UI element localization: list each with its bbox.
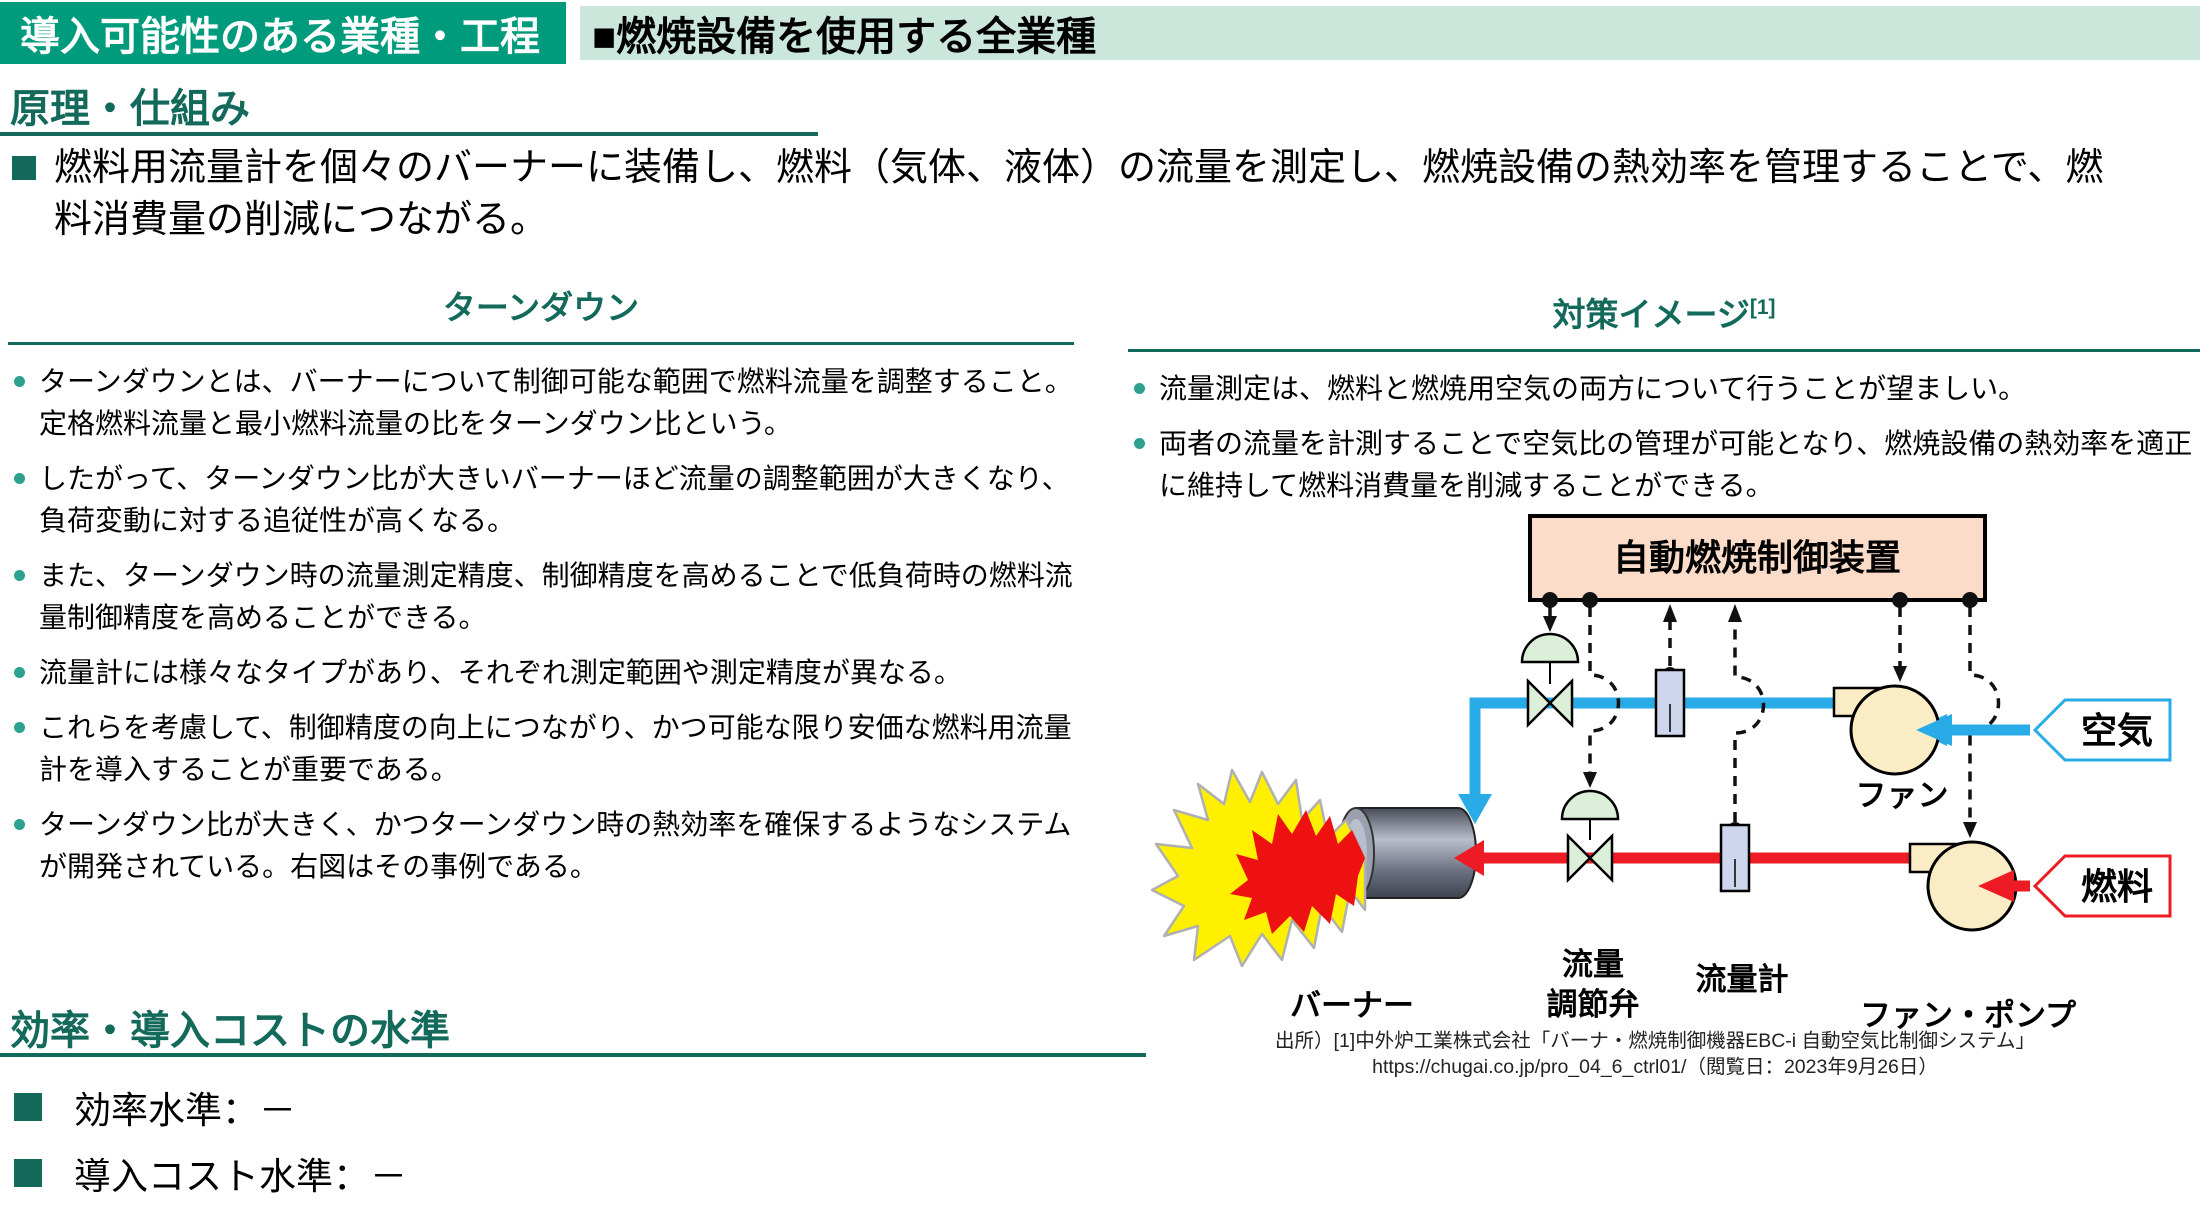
cost-underline	[0, 1053, 1146, 1057]
countermeasure-title: 対策イメージ[1]	[1128, 284, 2200, 339]
cost-section-title: 効率・導入コストの水準	[10, 1009, 450, 1053]
bullet-dot-icon	[1134, 438, 1145, 449]
flow-meter-label: 流量計	[1696, 962, 1789, 997]
list-item: また、ターンダウン時の流量測定精度、制御精度を高めることで低負荷時の燃料流量制御…	[8, 555, 1074, 639]
countermeasure-underline	[1128, 349, 2200, 352]
bullet-text: また、ターンダウン時の流量測定精度、制御精度を高めることで低負荷時の燃料流量制御…	[39, 560, 1073, 633]
countermeasure-list: 流量測定は、燃料と燃焼用空気の両方について行うことが望ましい。 両者の流量を計測…	[1128, 368, 2200, 507]
bullet-dot-icon	[1134, 383, 1145, 394]
fan-pump-label: ファン・ポンプ	[1860, 998, 2077, 1033]
principle-section-title: 原理・仕組み	[10, 87, 250, 131]
square-bullet-icon	[12, 156, 36, 180]
industry-label: ■燃焼設備を使用する全業種	[592, 15, 1097, 59]
countermeasure-title-text: 対策イメージ	[1552, 296, 1750, 333]
list-item: ターンダウン比が大きく、かつターンダウン時の熱効率を確保するようなシステムが開発…	[8, 804, 1074, 888]
fuel-fan-pump-icon	[1908, 840, 2018, 932]
source-line-2: https://chugai.co.jp/pro_04_6_ctrl01/（閲覧…	[1372, 1056, 1938, 1078]
efficiency-level-item: 効率水準：－	[14, 1080, 296, 1134]
air-label: 空気	[2081, 710, 2153, 751]
principle-underline	[0, 132, 818, 136]
flame-inner-icon	[1230, 810, 1365, 934]
turndown-column: ターンダウン ターンダウンとは、バーナーについて制御可能な範囲で燃料流量を調整す…	[8, 284, 1074, 901]
bullet-text: ターンダウンとは、バーナーについて制御可能な範囲で燃料流量を調整すること。定格燃…	[39, 366, 1073, 439]
intake-arrows	[1916, 714, 2030, 902]
air-flow-meter-icon	[1654, 668, 1686, 738]
control-box-label: 自動燃焼制御装置	[1613, 537, 1901, 578]
source-line-1: 出所）[1]中外炉工業株式会社「バーナ・燃焼制御機器EBC-i 自動空気比制御シ…	[1275, 1030, 2035, 1052]
square-bullet-icon	[14, 1093, 42, 1121]
valve-label-line2: 調節弁	[1547, 987, 1640, 1022]
countermeasure-column: 対策イメージ[1] 流量測定は、燃料と燃焼用空気の両方について行うことが望ましい…	[1128, 284, 2200, 520]
list-item: ターンダウンとは、バーナーについて制御可能な範囲で燃料流量を調整すること。定格燃…	[8, 361, 1074, 445]
category-header: 導入可能性のある業種・工程	[0, 2, 566, 64]
bullet-text: したがって、ターンダウン比が大きいバーナーほど流量の調整範囲が大きくなり、負荷変…	[39, 463, 1070, 536]
bullet-text: 両者の流量を計測することで空気比の管理が可能となり、燃焼設備の熱効率を適正に維持…	[1159, 428, 2193, 501]
air-input-tag	[2032, 698, 2172, 762]
bullet-text: ターンダウン比が大きく、かつターンダウン時の熱効率を確保するようなシステムが開発…	[39, 809, 1072, 882]
bullet-text: これらを考慮して、制御精度の向上につながり、かつ可能な限り安価な燃料用流量計を導…	[39, 712, 1072, 785]
air-valve-icon	[1520, 632, 1580, 729]
principle-bullet-text: 燃料用流量計を個々のバーナーに装備し、燃料（気体、液体）の流量を測定し、燃焼設備…	[54, 147, 2104, 241]
list-item: 流量測定は、燃料と燃焼用空気の両方について行うことが望ましい。	[1128, 368, 2200, 410]
bullet-text: 流量計には様々なタイプがあり、それぞれ測定範囲や測定精度が異なる。	[39, 657, 962, 688]
cost-level-text: 導入コスト水準：－	[74, 1156, 407, 1197]
bullet-dot-icon	[14, 819, 25, 830]
turndown-title: ターンダウン	[442, 289, 640, 326]
bullet-dot-icon	[14, 667, 25, 678]
category-label: 導入可能性のある業種・工程	[20, 15, 540, 59]
bullet-text: 流量測定は、燃料と燃焼用空気の両方について行うことが望ましい。	[1159, 373, 2027, 404]
fan-label: ファン	[1856, 778, 1949, 813]
valve-label-line1: 流量	[1562, 947, 1624, 982]
fuel-input-tag	[2032, 854, 2172, 918]
list-item: これらを考慮して、制御精度の向上につながり、かつ可能な限り安価な燃料用流量計を導…	[8, 707, 1074, 791]
industry-bar: ■燃焼設備を使用する全業種	[580, 6, 2200, 60]
bullet-dot-icon	[14, 722, 25, 733]
reference-marker: [1]	[1749, 296, 1776, 319]
list-item: 両者の流量を計測することで空気比の管理が可能となり、燃焼設備の熱効率を適正に維持…	[1128, 423, 2200, 507]
fuel-flow-meter-icon	[1719, 823, 1751, 893]
list-item: したがって、ターンダウン比が大きいバーナーほど流量の調整範囲が大きくなり、負荷変…	[8, 458, 1074, 542]
fuel-valve-icon	[1560, 789, 1620, 884]
fuel-label: 燃料	[2081, 866, 2153, 907]
signal-arrowheads	[1543, 604, 1977, 838]
list-item: 流量計には様々なタイプがあり、それぞれ測定範囲や測定精度が異なる。	[8, 652, 1074, 694]
combustion-control-diagram: 自動燃焼制御装置	[1150, 508, 2200, 1058]
burner-label: バーナー	[1290, 988, 1414, 1023]
turndown-list: ターンダウンとは、バーナーについて制御可能な範囲で燃料流量を調整すること。定格燃…	[8, 361, 1074, 888]
bullet-dot-icon	[14, 473, 25, 484]
efficiency-level-text: 効率水準：－	[74, 1090, 296, 1131]
control-box	[1528, 514, 1987, 602]
turndown-underline	[8, 342, 1074, 345]
principle-bullet: 燃料用流量計を個々のバーナーに装備し、燃料（気体、液体）の流量を測定し、燃焼設備…	[12, 142, 2138, 246]
bullet-dot-icon	[14, 376, 25, 387]
cost-level-item: 導入コスト水準：－	[14, 1146, 407, 1200]
source-citation: 出所）[1]中外炉工業株式会社「バーナ・燃焼制御機器EBC-i 自動空気比制御シ…	[1150, 1028, 2160, 1080]
square-bullet-icon	[14, 1159, 42, 1187]
bullet-dot-icon	[14, 570, 25, 581]
